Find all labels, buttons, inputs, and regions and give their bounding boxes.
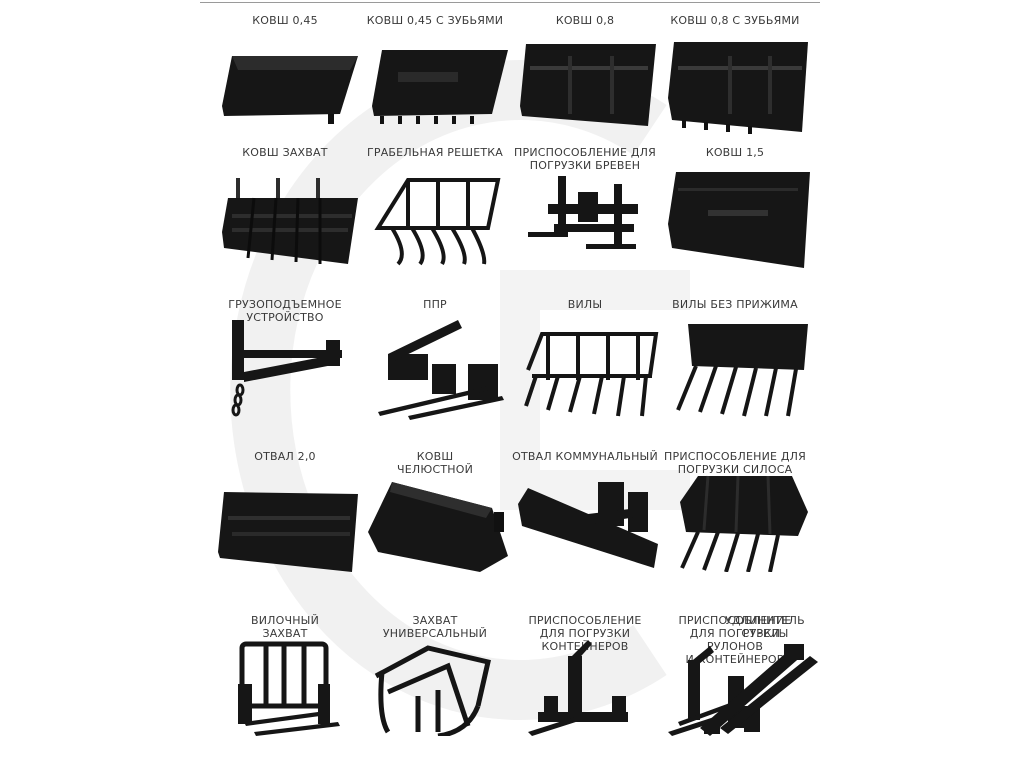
item-label: КОВШ 1,5 — [705, 146, 765, 159]
boom-extension-icon — [700, 644, 818, 736]
item-lifting-device[interactable]: ГРУЗОПОДЪЕМНОЕ УСТРОЙСТВО — [210, 284, 360, 432]
item-bucket-08[interactable]: КОВШ 0,8 — [510, 0, 660, 148]
fork-grab-icon — [238, 641, 340, 736]
blade-icon — [218, 492, 358, 572]
lifting-device-icon — [231, 320, 342, 417]
rake-grid-icon — [374, 178, 501, 266]
item-forks-no-clamp[interactable]: ВИЛЫ БЕЗ ПРИЖИМА — [660, 284, 810, 432]
item-label: ОТВАЛ КОММУНАЛЬНЫЙ — [512, 450, 658, 463]
item-label: ПРИСПОСОБЛЕНИЕ ДЛЯ ПОГРУЗКИ РУЛОНОВ И КО… — [678, 614, 792, 666]
item-label: ГРАБЕЛЬНАЯ РЕШЕТКА — [366, 146, 504, 159]
item-label: КОВШ 0,45 С ЗУБЬЯМИ — [366, 14, 504, 27]
top-divider — [200, 2, 820, 3]
item-universal-grab[interactable]: ЗАХВАТ УНИВЕРСАЛЬНЫЙ — [360, 600, 510, 748]
item-bucket-15[interactable]: КОВШ 1,5 — [660, 132, 810, 280]
bucket-icon — [222, 56, 358, 124]
item-label: ВИЛЫ БЕЗ ПРИЖИМА — [672, 298, 798, 311]
item-label: УДЛИНИТЕЛЬ СТРЕЛЫ — [725, 614, 805, 640]
grapple-bucket-icon — [222, 178, 358, 264]
catalog-panel: КОВШ 0,45 КОВШ 0,45 С ЗУБЬЯМИ КОВШ 0,8 К… — [200, 0, 820, 768]
item-label: ВИЛОЧНЫЙ ЗАХВАТ — [250, 614, 320, 640]
item-jaw-bucket[interactable]: КОВШ ЧЕЛЮСТНОЙ — [360, 436, 510, 584]
item-label: ППР — [423, 298, 447, 311]
jaw-bucket-icon — [368, 482, 508, 572]
item-fork-grab[interactable]: ВИЛОЧНЫЙ ЗАХВАТ — [210, 600, 360, 748]
item-label: ПРИСПОСОБЛЕНИЕ ДЛЯ ПОГРУЗКИ СИЛОСА — [664, 450, 806, 476]
item-label: КОВШ 0,8 — [555, 14, 615, 27]
item-label: ПРИСПОСОБЛЕНИЕ ДЛЯ ПОГРУЗКИ БРЕВЕН — [514, 146, 656, 172]
item-label: КОВШ 0,8 С ЗУБЬЯМИ — [670, 14, 800, 27]
item-label: КОВШ ЧЕЛЮСТНОЙ — [397, 450, 473, 476]
bucket-large-icon — [520, 44, 656, 126]
item-silage-loader[interactable]: ПРИСПОСОБЛЕНИЕ ДЛЯ ПОГРУЗКИ СИЛОСА — [660, 436, 810, 584]
item-forks[interactable]: ВИЛЫ — [510, 284, 660, 432]
item-boom-extension[interactable]: УДЛИНИТЕЛЬ СТРЕЛЫ — [700, 600, 820, 748]
ppr-icon — [378, 320, 504, 420]
item-container-loader[interactable]: ПРИСПОСОБЛЕНИЕ ДЛЯ ПОГРУЗКИ КОНТЕЙНЕРОВ — [510, 600, 660, 748]
forks-no-clamp-icon — [676, 324, 808, 417]
item-rake-grid[interactable]: ГРАБЕЛЬНАЯ РЕШЕТКА — [360, 132, 510, 280]
forks-icon — [524, 332, 659, 417]
item-grapple-bucket[interactable]: КОВШ ЗАХВАТ — [210, 132, 360, 280]
item-municipal-blade[interactable]: ОТВАЛ КОММУНАЛЬНЫЙ — [510, 436, 660, 584]
item-blade-20[interactable]: ОТВАЛ 2,0 — [210, 436, 360, 584]
item-bucket-045-teeth[interactable]: КОВШ 0,45 С ЗУБЬЯМИ — [360, 0, 510, 148]
item-label: ОТВАЛ 2,0 — [254, 450, 316, 463]
bucket-xl-icon — [668, 172, 810, 268]
item-label: ВИЛЫ — [567, 298, 603, 311]
item-log-loader[interactable]: ПРИСПОСОБЛЕНИЕ ДЛЯ ПОГРУЗКИ БРЕВЕН — [510, 132, 660, 280]
item-label: КОВШ 0,45 — [252, 14, 318, 27]
item-label: ЗАХВАТ УНИВЕРСАЛЬНЫЙ — [382, 614, 488, 640]
item-label: КОВШ ЗАХВАТ — [242, 146, 328, 159]
item-bucket-08-teeth[interactable]: КОВШ 0,8 С ЗУБЬЯМИ — [660, 0, 810, 148]
container-loader-icon — [528, 640, 628, 736]
bucket-large-teeth-icon — [668, 42, 808, 134]
log-loader-icon — [528, 176, 638, 249]
bucket-teeth-icon — [372, 50, 508, 124]
item-label: ГРУЗОПОДЪЕМНОЕ УСТРОЙСТВО — [228, 298, 342, 324]
item-ppr[interactable]: ППР — [360, 284, 510, 432]
silage-loader-icon — [680, 475, 808, 572]
item-bucket-045[interactable]: КОВШ 0,45 — [210, 0, 360, 148]
municipal-blade-icon — [518, 482, 658, 568]
universal-grab-icon — [374, 645, 491, 736]
